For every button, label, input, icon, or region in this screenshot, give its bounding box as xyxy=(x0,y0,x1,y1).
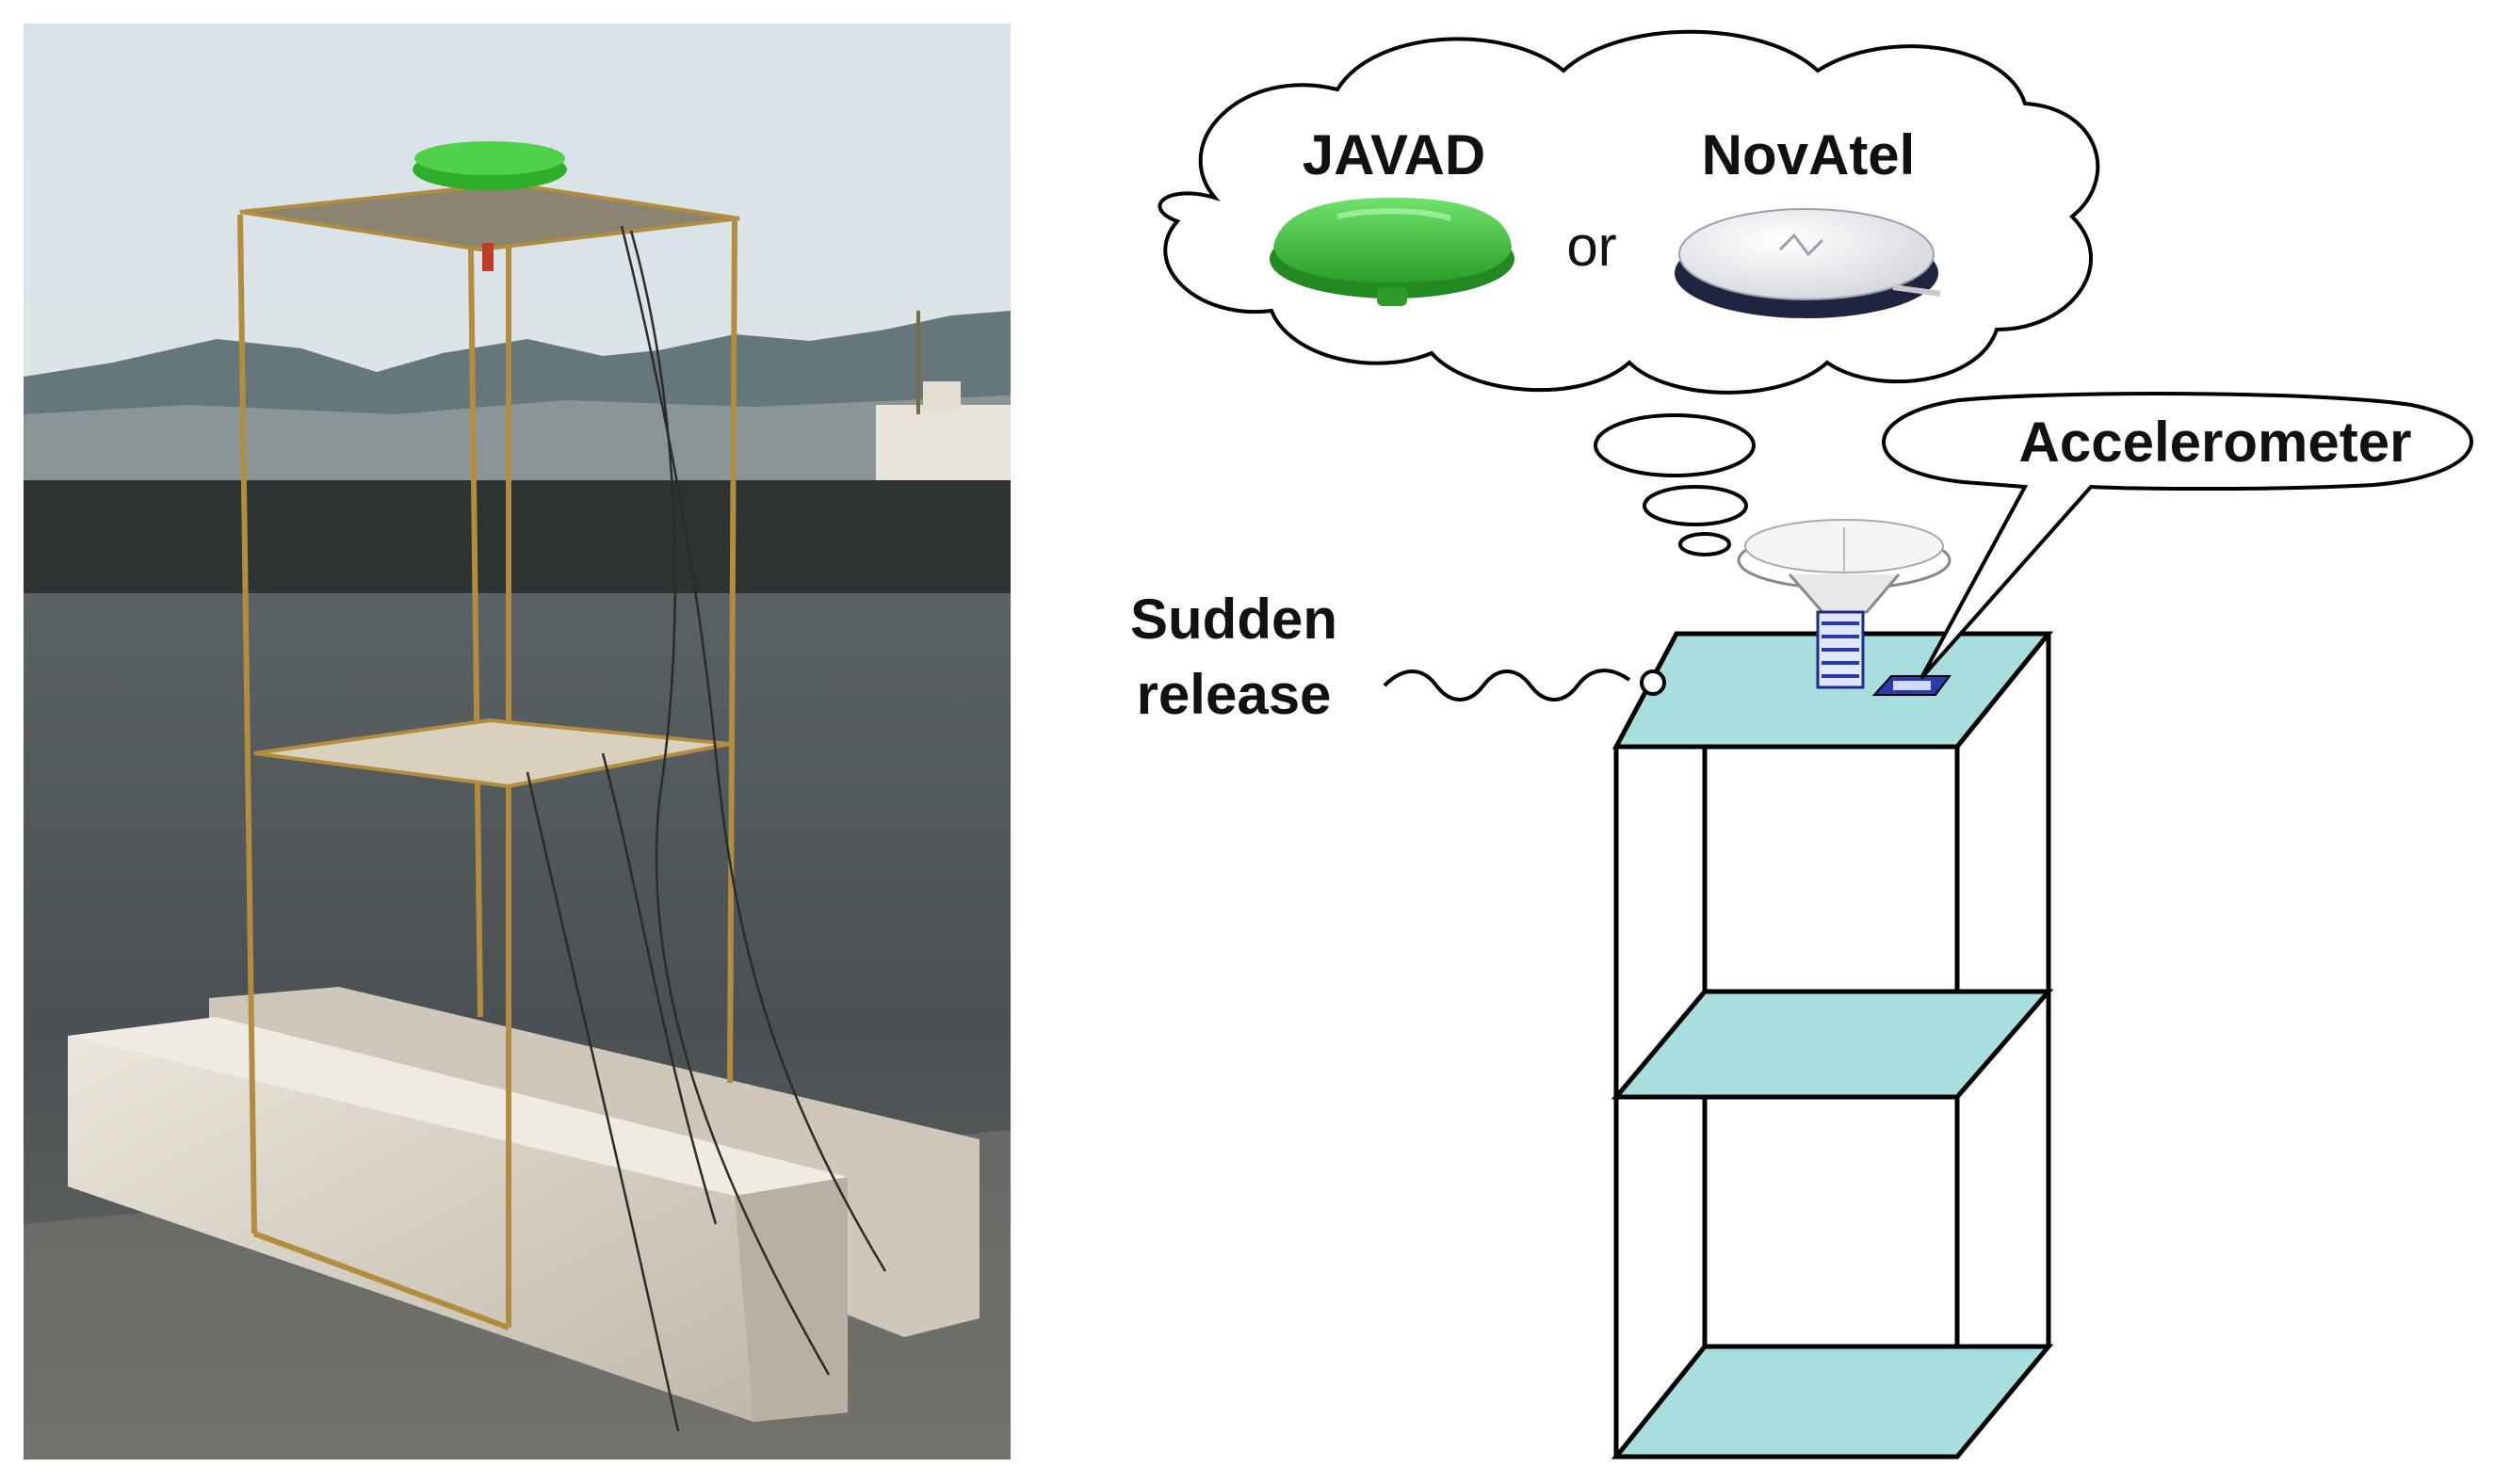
accelerometer-label: Accelerometer xyxy=(2019,411,2412,474)
mounted-antenna-icon xyxy=(1737,519,1951,689)
photo-middle-plate xyxy=(253,718,731,789)
bottom-floor xyxy=(1611,1344,2054,1460)
javad-label: JAVAD xyxy=(1303,123,1485,186)
release-cable xyxy=(1383,669,1631,702)
photo-accelerometer xyxy=(482,243,494,271)
photo-antenna-top xyxy=(414,141,565,175)
photo-building-top xyxy=(923,381,961,410)
field-photo xyxy=(24,24,1011,1460)
release-hook-icon xyxy=(1640,669,1666,696)
release-label: release xyxy=(1137,663,1332,726)
photo-cables xyxy=(526,225,887,1432)
javad-antenna-icon xyxy=(1270,198,1514,306)
or-label: or xyxy=(1566,215,1616,278)
novatel-antenna-icon xyxy=(1675,208,1941,318)
photo-building xyxy=(876,405,1011,480)
thought-cloud xyxy=(1158,29,2100,395)
frame-structure xyxy=(1611,631,2054,1460)
photo-wall xyxy=(24,480,1011,593)
sudden-label: Sudden xyxy=(1130,588,1337,651)
thought-bubble-medium xyxy=(1643,485,1748,526)
accelerometer-icon xyxy=(1871,675,1951,696)
accelerometer-callout xyxy=(1882,392,2473,680)
thought-bubble-small xyxy=(1678,532,1731,556)
photo-town xyxy=(24,395,1011,490)
novatel-label: NovAtel xyxy=(1702,123,1916,186)
diagram: JAVAD or NovAtel xyxy=(1130,29,2473,1460)
photo-top-plate xyxy=(239,181,740,252)
middle-floor xyxy=(1611,989,2054,1100)
thought-bubble-large xyxy=(1594,413,1756,477)
